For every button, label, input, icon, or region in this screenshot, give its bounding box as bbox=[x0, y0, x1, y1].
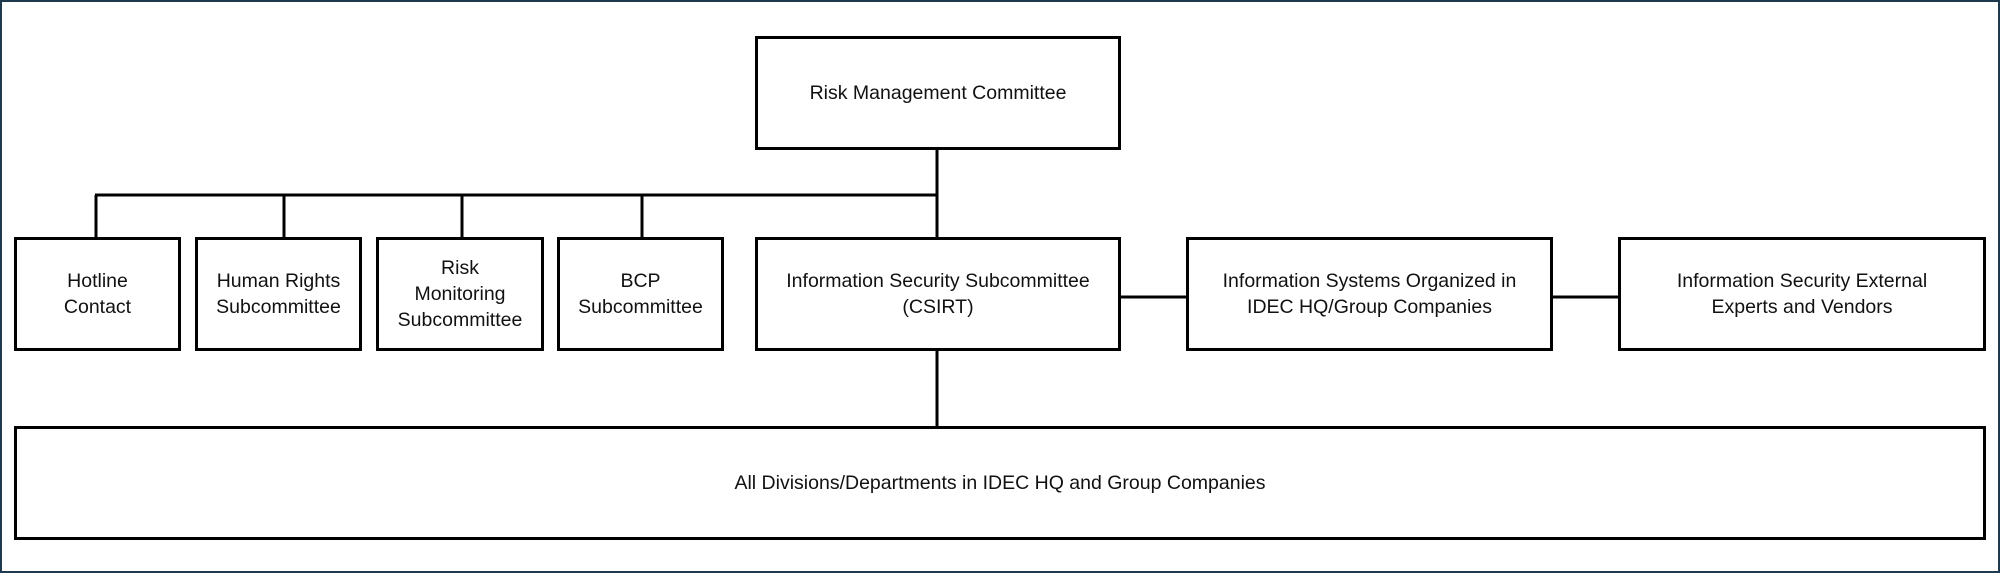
information-security-subcommittee-label: Information Security Subcommittee (CSIRT… bbox=[786, 270, 1090, 318]
information-security-subcommittee-box: Information Security Subcommittee (CSIRT… bbox=[755, 237, 1121, 351]
bcp-subcommittee-label: BCP Subcommittee bbox=[578, 270, 703, 318]
risk-management-committee-box: Risk Management Committee bbox=[755, 36, 1121, 150]
external-experts-label: Information Security External Experts an… bbox=[1676, 270, 1928, 318]
all-divisions-box: All Divisions/Departments in IDEC HQ and… bbox=[14, 426, 1986, 540]
bcp-subcommittee-box: BCP Subcommittee bbox=[557, 237, 724, 351]
all-divisions-label: All Divisions/Departments in IDEC HQ and… bbox=[734, 472, 1266, 494]
hotline-contact-box: Hotline Contact bbox=[14, 237, 181, 351]
risk-management-committee-label: Risk Management Committee bbox=[809, 82, 1067, 104]
information-systems-label: Information Systems Organized in IDEC HQ… bbox=[1222, 270, 1517, 318]
risk-monitoring-subcommittee-box: Risk Monitoring Subcommittee bbox=[376, 237, 544, 351]
external-experts-box: Information Security External Experts an… bbox=[1618, 237, 1986, 351]
human-rights-subcommittee-label: Human Rights Subcommittee bbox=[216, 270, 341, 318]
hotline-contact-label: Hotline Contact bbox=[63, 270, 132, 318]
risk-monitoring-subcommittee-label: Risk Monitoring Subcommittee bbox=[397, 257, 523, 331]
human-rights-subcommittee-box: Human Rights Subcommittee bbox=[195, 237, 362, 351]
information-systems-box: Information Systems Organized in IDEC HQ… bbox=[1186, 237, 1553, 351]
